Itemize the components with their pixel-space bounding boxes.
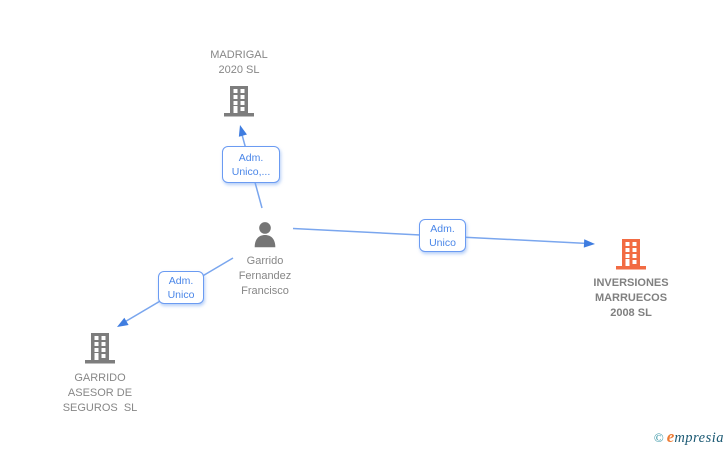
node-madrigal-2020-sl[interactable]: MADRIGAL 2020 SL — [189, 48, 289, 118]
person-icon — [254, 222, 276, 248]
empresia-logo[interactable]: ©empresia — [654, 427, 724, 447]
company-label: MADRIGAL 2020 SL — [210, 49, 268, 76]
edge-label-adm-unico-madrigal: Adm. Unico,... — [222, 146, 280, 183]
person-label: Garrido Fernandez Francisco — [238, 255, 292, 297]
brand-name: mpresia — [674, 430, 724, 446]
arrowhead-up-icon — [238, 125, 247, 137]
building-icon — [616, 239, 646, 270]
edge-label-adm-unico-inversiones: Adm. Unico — [419, 219, 466, 252]
edge-label-adm-unico-garrido-asesor: Adm. Unico — [158, 271, 204, 304]
company-label: GARRIDO ASESOR DE SEGUROS SL — [62, 372, 138, 414]
brand-initial: e — [666, 427, 675, 446]
building-icon — [85, 333, 115, 364]
node-garrido-fernandez-francisco[interactable]: Garrido Fernandez Francisco — [215, 220, 315, 299]
node-garrido-asesor-de-seguros-sl[interactable]: GARRIDO ASESOR DE SEGUROS SL — [45, 331, 155, 416]
company-label: INVERSIONES MARRUECOS 2008 SL — [593, 277, 669, 319]
node-inversiones-marruecos-2008-sl[interactable]: INVERSIONES MARRUECOS 2008 SL — [576, 237, 686, 321]
arrowhead-right-icon — [583, 239, 595, 248]
copyright-icon: © — [653, 430, 664, 445]
building-icon — [224, 86, 254, 117]
arrowhead-down-left-icon — [117, 317, 129, 327]
